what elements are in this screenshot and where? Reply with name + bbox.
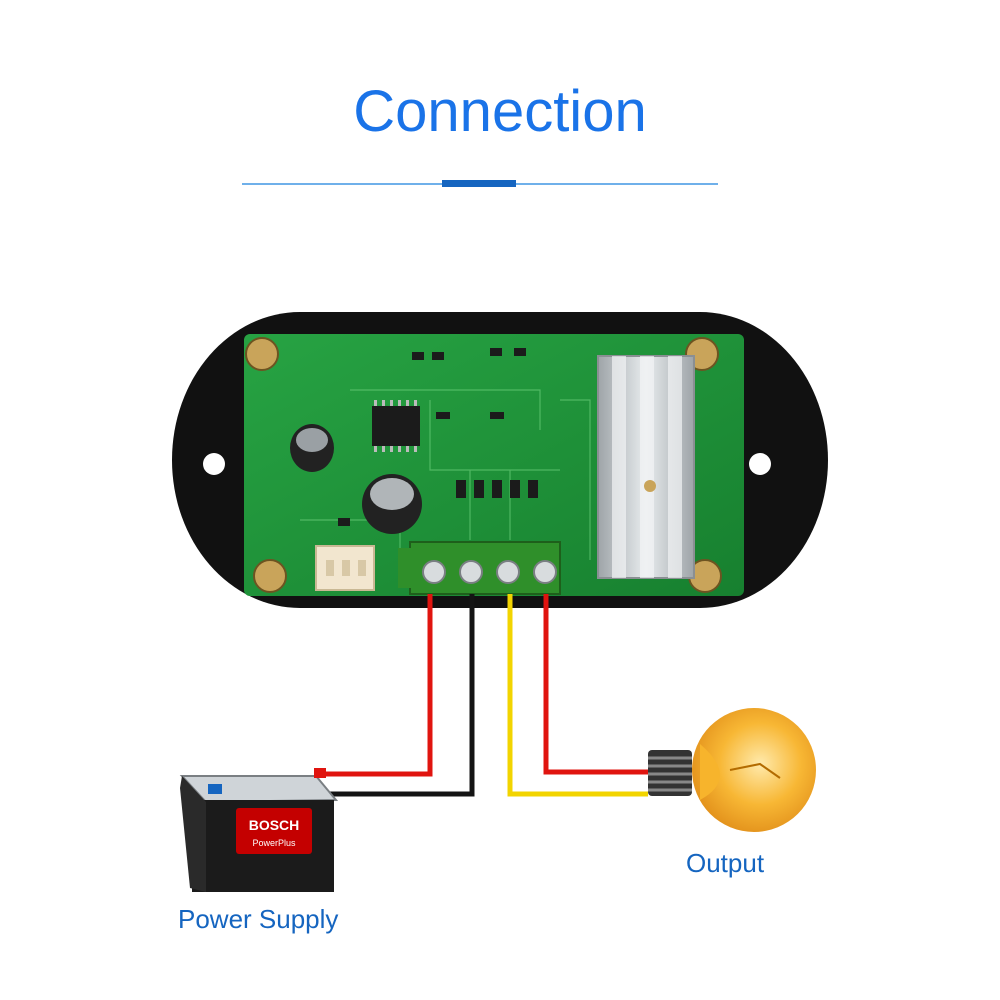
pcb-traces [300,389,591,560]
output-label: Output [686,848,765,878]
capacitor-large [362,474,422,534]
light-bulb-icon [648,708,816,832]
screw-icon [245,337,722,593]
diagram-title: Connection [353,79,647,144]
wire-red-power [320,594,433,777]
wiring [244,594,648,797]
wire-red-output [543,594,648,775]
mounting-hole-right [749,453,771,475]
wire-black-ground [244,594,475,797]
ic-chip [372,406,420,446]
power-supply-label: Power Supply [178,904,339,934]
battery-terminal-positive [314,768,326,778]
heatsink [597,355,695,579]
terminal-block [398,541,561,595]
smd-components [338,348,538,526]
battery-model: PowerPlus [252,838,296,848]
title-divider-accent [442,180,516,187]
battery-brand: BOSCH [249,817,300,833]
controller-module [172,312,828,608]
battery-icon: BOSCH PowerPlus [179,768,339,892]
wire-yellow-output [507,594,648,797]
mounting-hole-left [203,453,225,475]
capacitor-small [290,424,334,472]
battery-terminal-negative [208,784,222,794]
